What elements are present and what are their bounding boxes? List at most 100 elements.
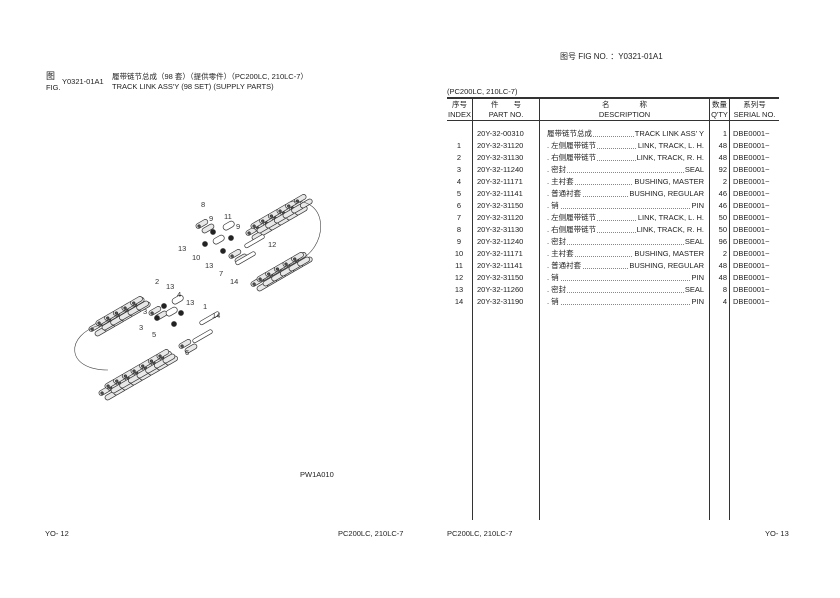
callout-label: 12 <box>268 240 276 249</box>
cell-qty: 8 <box>722 285 727 294</box>
leader-dots <box>547 256 704 257</box>
title-en: TRACK LINK ASS'Y (98 SET) (SUPPLY PARTS) <box>112 82 274 91</box>
desc-cn: . 左侧履带链节 <box>547 213 598 222</box>
callout-label: 3 <box>139 323 143 332</box>
cell-part-no: 20Y-32-31150 <box>477 201 524 210</box>
leader-dots <box>547 292 704 293</box>
right-model: PC200LC, 210LC-7 <box>447 529 513 538</box>
cell-part-no: 20Y-32-11141 <box>477 189 523 198</box>
track-loop-line <box>289 201 321 263</box>
cell-serial: DBE0001~ <box>733 141 770 150</box>
cell-index: 3 <box>456 165 462 174</box>
header-index-en: INDEX <box>448 110 471 119</box>
desc-en: LINK, TRACK, L. H. <box>636 141 704 150</box>
callout-label: 2 <box>155 277 159 286</box>
link-hole <box>278 209 282 213</box>
cell-part-no: 20Y-32-11240 <box>477 165 524 174</box>
link-hole <box>106 316 110 320</box>
link-hole <box>252 224 256 228</box>
desc-cn: . 密封 <box>547 165 568 174</box>
link-hole <box>293 257 297 261</box>
link-hole <box>106 384 110 388</box>
desc-cn: . 右侧履带链节 <box>547 225 598 234</box>
link-hole <box>158 354 162 358</box>
link-hole <box>180 344 184 348</box>
fig-cn: 图 <box>46 71 56 81</box>
leader-dots <box>547 208 704 209</box>
header-desc-en: DESCRIPTION <box>598 110 651 119</box>
cell-index: 4 <box>456 177 462 186</box>
link-hole <box>150 311 154 315</box>
callout-label: 13 <box>178 244 186 253</box>
cell-index: 8 <box>456 225 462 234</box>
header-qty-cn: 数量 <box>712 100 727 109</box>
link-hole <box>132 369 136 373</box>
link-hole <box>230 254 234 258</box>
cell-serial: DBE0001~ <box>733 261 770 270</box>
cell-serial: DBE0001~ <box>733 153 770 162</box>
cell-serial: DBE0001~ <box>733 165 770 174</box>
pin <box>235 251 256 266</box>
callout-label: 7 <box>219 269 223 278</box>
desc-en: LINK, TRACK, R. H. <box>635 153 704 162</box>
cell-serial: DBE0001~ <box>733 237 770 246</box>
cell-qty: 50 <box>718 213 727 222</box>
cell-index: 5 <box>456 189 462 198</box>
cell-qty: 4 <box>722 297 727 306</box>
cell-part-no: 20Y-32-31150 <box>477 273 524 282</box>
link-hole <box>123 374 128 378</box>
cell-qty: 92 <box>718 165 727 174</box>
desc-cn: . 销 <box>547 273 560 282</box>
cell-qty: 48 <box>718 153 727 162</box>
callout-label: 14 <box>212 311 220 320</box>
bushing <box>165 306 178 317</box>
callout-label: 9 <box>236 222 240 231</box>
header-qty-en: Q'TY <box>711 110 728 119</box>
seal-ring <box>228 235 234 241</box>
desc-cn: 履带链节总成 <box>547 129 593 138</box>
seal-ring <box>161 303 167 309</box>
link-hole <box>132 301 136 305</box>
pin <box>192 329 213 344</box>
seal-ring <box>154 315 160 321</box>
pin <box>199 311 220 326</box>
link-hole <box>141 364 145 368</box>
callout-label: 13 <box>166 282 174 291</box>
cell-part-no: 20Y-32-11260 <box>477 285 524 294</box>
cell-part-no: 20Y-32-00310 <box>477 129 524 138</box>
leader-dots <box>547 220 704 221</box>
desc-cn: . 普通衬套 <box>547 189 583 198</box>
leader-dots <box>547 136 704 137</box>
link-hole <box>149 359 154 363</box>
cell-qty: 46 <box>718 201 727 210</box>
leader-dots <box>547 184 704 185</box>
cell-serial: DBE0001~ <box>733 201 770 210</box>
track-link <box>162 353 176 364</box>
callout-label: 10 <box>192 253 200 262</box>
desc-cn: . 主衬套 <box>547 177 575 186</box>
desc-en: SEAL <box>683 237 704 246</box>
seal-ring <box>171 321 177 327</box>
callout-label: 11 <box>224 212 232 221</box>
table-top-rule <box>447 97 779 99</box>
link-hole <box>287 204 291 208</box>
track-loop-line <box>74 324 109 371</box>
desc-cn: . 密封 <box>547 237 568 246</box>
leader-dots <box>547 244 704 245</box>
link-hole <box>97 321 101 325</box>
bushing <box>212 234 225 245</box>
cell-serial: DBE0001~ <box>733 273 770 282</box>
callout-label: 5 <box>152 330 156 339</box>
leader-dots <box>547 148 704 149</box>
